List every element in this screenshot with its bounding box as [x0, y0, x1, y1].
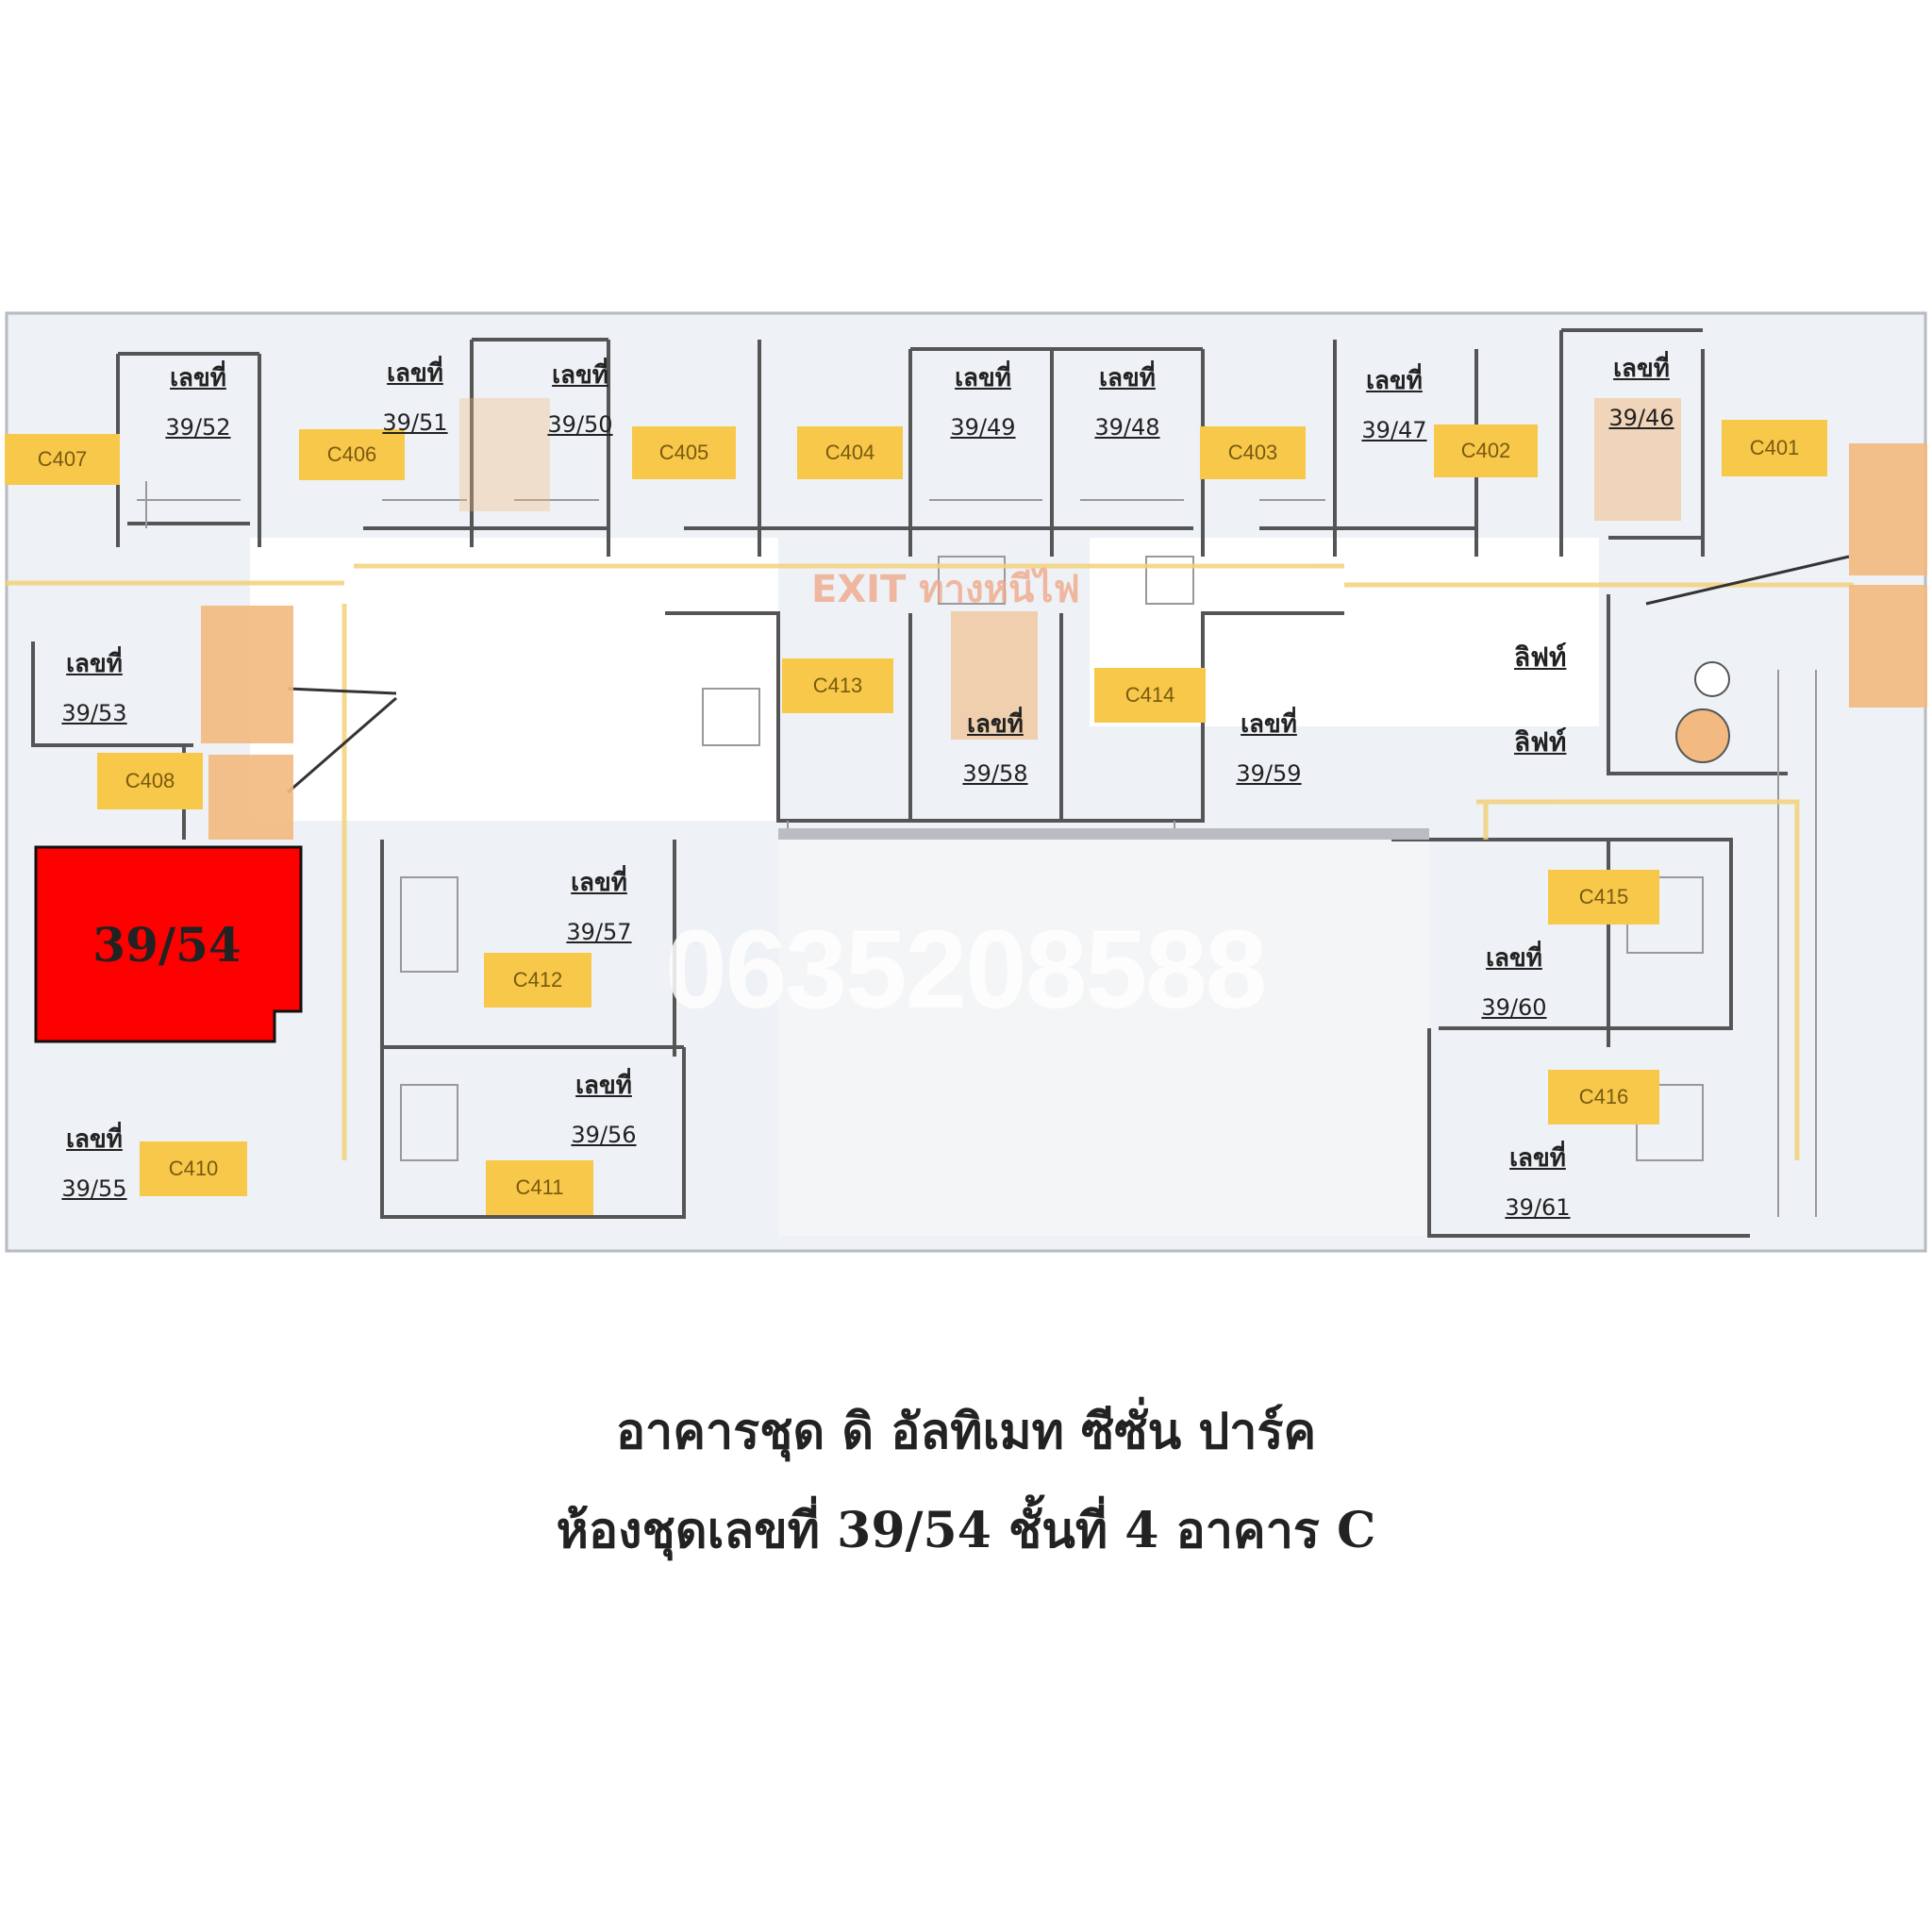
fire-extinguisher-icon: [201, 606, 293, 743]
room-tag: C404: [797, 426, 903, 479]
room-tag: C405: [632, 426, 736, 479]
room-tag: C416: [1548, 1070, 1659, 1124]
room-tag: C412: [484, 953, 591, 1008]
room-tag: C411: [486, 1160, 593, 1215]
room-tag: C401: [1722, 420, 1827, 476]
hose-reel-icon-right: [1849, 585, 1927, 708]
unit-label: เลขที่39/48: [1094, 364, 1160, 441]
unit-label: เลขที่39/49: [950, 364, 1016, 441]
unit-label: เลขที่39/59: [1236, 710, 1302, 787]
highlighted-unit-label: 39/54: [92, 916, 242, 973]
unit-label: เลขที่39/50: [547, 361, 613, 438]
room-tag: C415: [1548, 870, 1659, 924]
unit-label: เลขที่39/61: [1505, 1144, 1571, 1221]
exit-sign-box-1: [459, 398, 550, 511]
sun-icon: [951, 611, 1038, 740]
unit-label: เลขที่39/52: [165, 364, 231, 441]
hose-reel-icon: [208, 755, 293, 840]
unit-label: เลขที่39/46: [1608, 355, 1674, 431]
room-tag: C403: [1200, 426, 1306, 479]
lift-label: ลิฟท์: [1514, 726, 1567, 758]
room-tag: C406: [299, 429, 405, 480]
unit-label: เลขที่39/60: [1481, 944, 1547, 1021]
exit-sign-label: EXIT ทางหนีไฟ: [811, 568, 1080, 611]
caption-unit-info: ห้องชุดเลขที่ 39/54 ชั้นที่ 4 อาคาร C: [556, 1502, 1376, 1559]
room-tag: C413: [782, 658, 893, 713]
unit-label: เลขที่39/57: [566, 869, 632, 945]
unit-label: เลขที่39/56: [571, 1072, 637, 1148]
phone-watermark: 0635208588: [665, 908, 1267, 1032]
room-tag: C407: [5, 434, 120, 485]
caption-building-name: อาคารชุด ดิ อัลทิเมท ซีซั่น ปาร์ค: [615, 1403, 1317, 1460]
floor-plan: EXIT ทางหนีไฟ C407 C406 C405 C404 C403 C…: [5, 311, 1927, 1253]
room-tag: C402: [1434, 425, 1538, 477]
highlighted-unit: [34, 845, 303, 1043]
room-tag: C410: [140, 1141, 247, 1196]
fire-extinguisher-icon-right: [1849, 443, 1927, 575]
exit-sign-box-2: [1594, 398, 1681, 521]
room-tag: C414: [1094, 668, 1206, 723]
unit-label: เลขที่39/51: [382, 359, 448, 436]
lift-label: ลิฟท์: [1514, 641, 1567, 673]
unit-label: เลขที่39/53: [61, 650, 127, 726]
room-tag: C408: [97, 753, 203, 809]
unit-label: เลขที่39/55: [61, 1125, 127, 1202]
unit-label: เลขที่39/47: [1361, 367, 1427, 443]
unit-label: เลขที่39/58: [962, 710, 1028, 787]
